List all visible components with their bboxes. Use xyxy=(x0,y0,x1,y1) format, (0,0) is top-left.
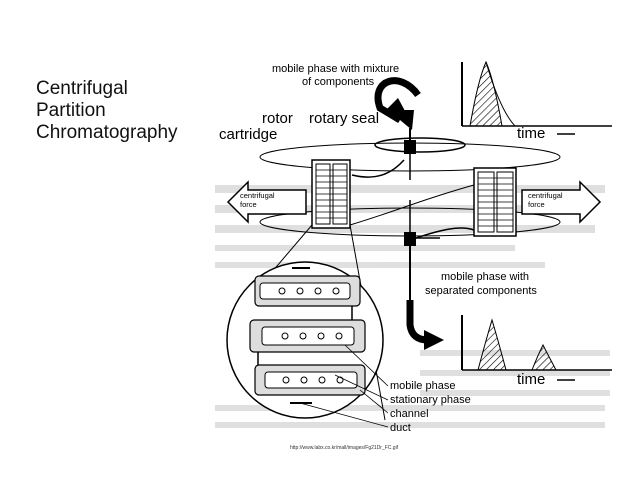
legend-stationary-phase: stationary phase xyxy=(390,394,471,406)
centrifugal-force-arrow-left: centrifugal force xyxy=(226,180,307,224)
rotor-label: rotor xyxy=(262,110,293,127)
centrifugal-force-left-line1: centrifugal xyxy=(240,191,275,200)
background-scan-text xyxy=(215,185,610,428)
centrifugal-force-right-line1: centrifugal xyxy=(528,191,563,200)
chromatogram-top: time xyxy=(461,60,612,142)
centrifugal-force-right-line2: force xyxy=(528,200,545,209)
centrifugal-force-arrow-right: centrifugal force xyxy=(521,180,602,224)
rotary-seal-label: rotary seal xyxy=(309,110,379,127)
chromatogram-peak-trailing xyxy=(485,61,516,127)
legend-channel: channel xyxy=(390,408,429,420)
rotary-seal-top xyxy=(404,128,416,180)
legend-mobile-phase: mobile phase xyxy=(390,380,455,392)
chromatogram-bottom: time xyxy=(461,315,612,388)
rotor-disc-top xyxy=(374,137,466,153)
mobile-phase-in-label-line2: of components xyxy=(302,76,375,88)
magnified-cartridge-view xyxy=(226,261,384,419)
tube-diagonal xyxy=(349,184,475,226)
mobile-phase-out-label-line1: mobile phase with xyxy=(441,271,529,283)
slide-title: Centrifugal Partition Chromatography xyxy=(36,78,178,143)
mobile-phase-in-label-line1: mobile phase with mixture xyxy=(272,63,399,75)
image-source-credit: http://www.labx.co.kr/mall/images/Fg21Dr… xyxy=(290,445,399,451)
cartridge-label: cartridge xyxy=(219,126,277,143)
tube-top xyxy=(351,159,405,178)
chromatogram-peak-1 xyxy=(477,318,507,371)
chromatogram-peak-2 xyxy=(531,343,557,371)
cartridge-left xyxy=(311,159,351,229)
cartridge-right xyxy=(473,167,517,237)
time-label-bottom: time xyxy=(517,371,545,388)
centrifugal-force-left-line2: force xyxy=(240,200,257,209)
tube-bottom xyxy=(415,227,475,239)
time-label-top: time xyxy=(517,125,545,142)
mobile-phase-out-label-line2: separated components xyxy=(425,285,537,297)
inlet-arrow xyxy=(374,77,421,124)
legend-duct: duct xyxy=(390,422,411,434)
